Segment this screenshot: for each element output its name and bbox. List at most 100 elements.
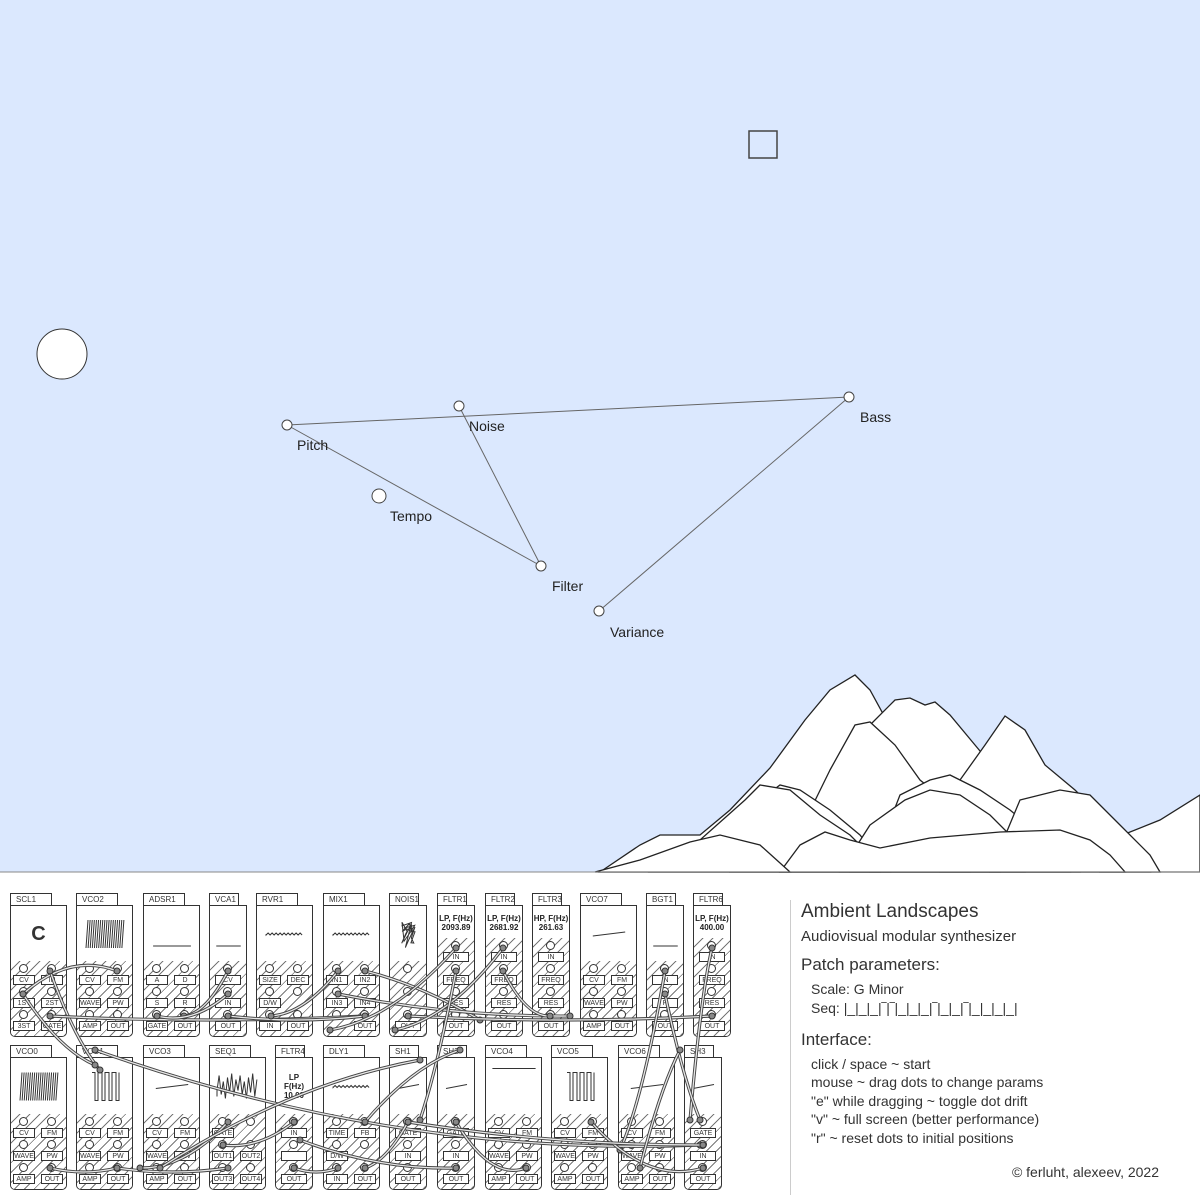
module-vco2[interactable]: CVFMWAVEPWAMPOUT xyxy=(76,905,133,1037)
jack-in[interactable] xyxy=(403,1140,412,1149)
module-tab-vco4[interactable]: VCO4 xyxy=(485,1045,527,1057)
jack-amp[interactable] xyxy=(627,1163,636,1172)
jack-time[interactable] xyxy=(332,1117,341,1126)
jack-a[interactable] xyxy=(152,964,161,973)
jack-cv[interactable] xyxy=(85,964,94,973)
jack-amp[interactable] xyxy=(152,1163,161,1172)
jack-pw[interactable] xyxy=(180,1140,189,1149)
jack-pw[interactable] xyxy=(522,1140,531,1149)
jack-unlabeled[interactable] xyxy=(293,987,302,996)
module-tab-dly1[interactable]: DLY1 xyxy=(323,1045,365,1057)
module-tab-fltr2[interactable]: FLTR2 xyxy=(485,893,515,905)
module-scl1[interactable]: CCVIN1ST2ST3STGATE xyxy=(10,905,67,1037)
jack-in[interactable] xyxy=(223,987,232,996)
module-fltr2[interactable]: LP, F(Hz)2681.92INFREQRESOUT xyxy=(485,905,523,1037)
jack-d/w[interactable] xyxy=(265,987,274,996)
jack-pw[interactable] xyxy=(655,1140,664,1149)
jack-in[interactable] xyxy=(698,1140,707,1149)
jack-pw[interactable] xyxy=(617,987,626,996)
jack-freq[interactable] xyxy=(499,964,508,973)
jack-pw[interactable] xyxy=(113,987,122,996)
jack-out[interactable] xyxy=(451,1010,460,1019)
module-tab-sh1[interactable]: SH1 xyxy=(389,1045,419,1057)
module-tab-vco2[interactable]: VCO2 xyxy=(76,893,118,905)
jack-res[interactable] xyxy=(546,987,555,996)
jack-in2[interactable] xyxy=(360,964,369,973)
jack-s[interactable] xyxy=(152,987,161,996)
jack-out[interactable] xyxy=(617,1010,626,1019)
module-tab-fltr4[interactable]: FLTR4 xyxy=(275,1045,305,1057)
param-dot-filter[interactable] xyxy=(536,561,546,571)
jack-fm[interactable] xyxy=(522,1117,531,1126)
module-tab-fltr3[interactable]: FLTR3 xyxy=(532,893,562,905)
jack-unlabeled[interactable] xyxy=(403,987,412,996)
jack-out[interactable] xyxy=(451,1163,460,1172)
module-tab-vco5[interactable]: VCO5 xyxy=(551,1045,593,1057)
module-tab-fltr1[interactable]: FLTR1 xyxy=(437,893,467,905)
module-vco6[interactable]: CVFMWAVEPWAMPOUT xyxy=(618,1057,675,1190)
jack-in3[interactable] xyxy=(332,987,341,996)
jack-wave[interactable] xyxy=(152,1140,161,1149)
jack-out[interactable] xyxy=(113,1010,122,1019)
jack-out4[interactable] xyxy=(246,1163,255,1172)
jack-out[interactable] xyxy=(289,1163,298,1172)
jack-cv[interactable] xyxy=(19,1117,28,1126)
jack-freq[interactable] xyxy=(707,964,716,973)
jack-d[interactable] xyxy=(180,964,189,973)
jack-unlabeled[interactable] xyxy=(289,1140,298,1149)
jack-out[interactable] xyxy=(698,1163,707,1172)
module-vco1[interactable]: CVFMWAVEPWAMPOUT xyxy=(76,1057,133,1190)
jack-out3[interactable] xyxy=(218,1163,227,1172)
jack-out2[interactable] xyxy=(246,1140,255,1149)
jack-unlabeled[interactable] xyxy=(332,1010,341,1019)
jack-2st[interactable] xyxy=(47,987,56,996)
jack-gate[interactable] xyxy=(451,1117,460,1126)
jack-fm[interactable] xyxy=(617,964,626,973)
module-sh2[interactable]: GATEINOUT xyxy=(437,1057,475,1190)
module-sh3[interactable]: GATEINOUT xyxy=(684,1057,722,1190)
jack-pw[interactable] xyxy=(47,1140,56,1149)
jack-fm[interactable] xyxy=(113,964,122,973)
jack-out[interactable] xyxy=(180,1163,189,1172)
jack-unlabeled[interactable] xyxy=(403,964,412,973)
jack-cv[interactable] xyxy=(627,1117,636,1126)
param-dot-variance[interactable] xyxy=(594,606,604,616)
jack-out[interactable] xyxy=(360,1010,369,1019)
module-tab-vca1[interactable]: VCA1 xyxy=(209,893,239,905)
jack-gate[interactable] xyxy=(698,1117,707,1126)
jack-freq[interactable] xyxy=(546,964,555,973)
module-vco4[interactable]: CVFMWAVEPWAMPOUT xyxy=(485,1057,542,1190)
jack-out[interactable] xyxy=(588,1163,597,1172)
jack-out[interactable] xyxy=(660,1010,669,1019)
param-dot-noise[interactable] xyxy=(454,401,464,411)
module-vco5[interactable]: CVFMWAVEPWAMPOUT xyxy=(551,1057,608,1190)
jack-cv[interactable] xyxy=(589,964,598,973)
jack-out[interactable] xyxy=(522,1163,531,1172)
module-tab-sh3[interactable]: SH3 xyxy=(684,1045,714,1057)
module-vco7[interactable]: CVFMWAVEPWAMPOUT xyxy=(580,905,637,1037)
module-tab-bgt1[interactable]: BGT1 xyxy=(646,893,676,905)
jack-freq[interactable] xyxy=(451,964,460,973)
jack-1st[interactable] xyxy=(19,987,28,996)
jack-in4[interactable] xyxy=(360,987,369,996)
jack-in[interactable] xyxy=(707,941,716,950)
jack-out1[interactable] xyxy=(218,1140,227,1149)
jack-fm[interactable] xyxy=(113,1117,122,1126)
module-tab-rvr1[interactable]: RVR1 xyxy=(256,893,298,905)
jack-r[interactable] xyxy=(180,987,189,996)
module-tab-nois1[interactable]: NOIS1 xyxy=(389,893,419,905)
jack-wave[interactable] xyxy=(19,1140,28,1149)
jack-wave[interactable] xyxy=(85,987,94,996)
module-tab-sh2[interactable]: SH2 xyxy=(437,1045,467,1057)
jack-gate[interactable] xyxy=(47,1010,56,1019)
jack-in[interactable] xyxy=(451,1140,460,1149)
jack-in[interactable] xyxy=(451,941,460,950)
jack-res[interactable] xyxy=(499,987,508,996)
param-dot-pitch[interactable] xyxy=(282,420,292,430)
jack-gate[interactable] xyxy=(152,1010,161,1019)
jack-cv[interactable] xyxy=(85,1117,94,1126)
jack-wave[interactable] xyxy=(85,1140,94,1149)
jack-out[interactable] xyxy=(655,1163,664,1172)
jack-size[interactable] xyxy=(265,964,274,973)
jack-out[interactable] xyxy=(403,1163,412,1172)
